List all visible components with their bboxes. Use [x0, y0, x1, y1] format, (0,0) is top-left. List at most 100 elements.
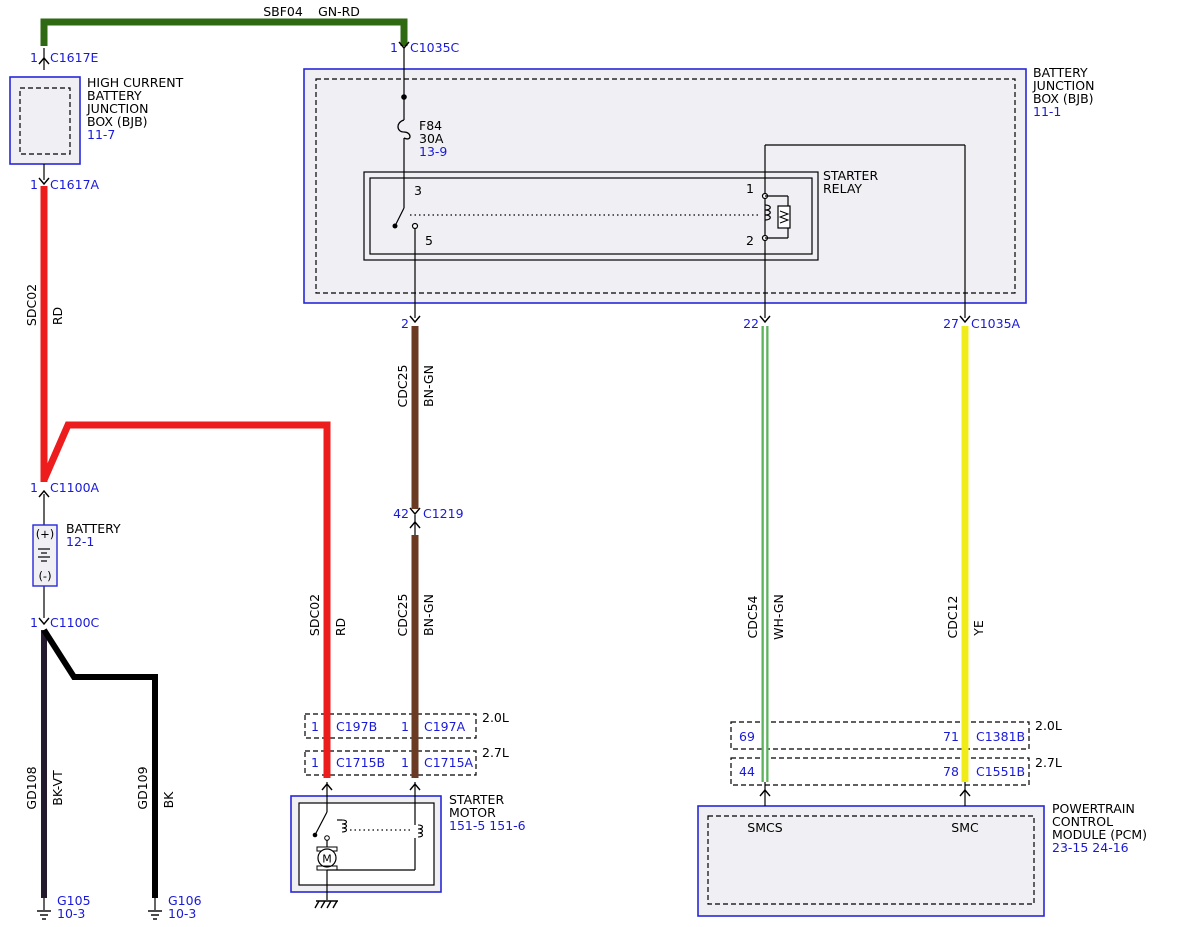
hcbjb-label-3: JUNCTION — [86, 101, 148, 116]
wire-sdc02-branch — [40, 421, 331, 778]
high-current-bjb[interactable] — [9, 76, 81, 165]
starter-motor-label-2: MOTOR — [449, 805, 496, 820]
battery-ref-link[interactable]: 12-1 — [66, 534, 94, 549]
starter-row20-name-b[interactable]: C197A — [424, 719, 466, 734]
c1035c-pin: 1 — [390, 40, 398, 55]
gd108-circuit: GD108 — [24, 766, 39, 809]
g105-ref-link[interactable]: 10-3 — [57, 906, 85, 921]
starter-motor-ref-link[interactable]: 151-5 151-6 — [449, 818, 526, 833]
c1100a-pin: 1 — [30, 480, 38, 495]
starter-motor[interactable] — [290, 795, 442, 893]
c1617e-name[interactable]: C1617E — [50, 50, 99, 65]
bjb-label-2: JUNCTION — [1032, 78, 1094, 93]
battery-junction-box[interactable] — [303, 68, 1027, 304]
ground-icon-g105 — [37, 910, 51, 920]
pcm-ref-link[interactable]: 23-15 24-16 — [1052, 840, 1129, 855]
c1035a-pin: 27 — [943, 316, 959, 331]
pcm-connector-box-2-7l — [730, 757, 1030, 786]
pcm[interactable] — [697, 805, 1045, 917]
arrow-starter-2 — [409, 782, 421, 791]
pcm-row20-engine: 2.0L — [1035, 718, 1062, 733]
gd109-color: BK — [161, 791, 176, 809]
motor-icon — [317, 848, 337, 868]
pcm-pin-smc: SMC — [951, 820, 979, 835]
starter-row27-pin-a: 1 — [311, 755, 319, 770]
relay-label-2: RELAY — [823, 181, 862, 196]
relay-switch — [392, 207, 760, 230]
sbf04-color-label: GN-RD — [318, 4, 360, 19]
g105-name[interactable]: G105 — [57, 893, 91, 908]
battery-name: BATTERY — [66, 521, 121, 536]
fuse-f84-symbol[interactable] — [397, 94, 411, 140]
arrow-pcm-smcs — [759, 788, 771, 797]
c1219-name[interactable]: C1219 — [423, 506, 464, 521]
bjb-pin-2: 2 — [401, 316, 409, 331]
fuse-ref-link[interactable]: 13-9 — [419, 144, 447, 159]
relay-pin-5: 5 — [425, 233, 433, 248]
pcm-label-2: CONTROL — [1052, 814, 1113, 829]
g106-name[interactable]: G106 — [168, 893, 202, 908]
starter-row20-pin-b: 1 — [401, 719, 409, 734]
c1617a-pin: 1 — [30, 177, 38, 192]
gd108-color: BK-VT — [50, 770, 65, 806]
hcbjb-ref-link[interactable]: 11-7 — [87, 127, 115, 142]
starter-row27-engine: 2.7L — [482, 745, 509, 760]
relay-pin-2: 2 — [746, 233, 754, 248]
starter-row20-pin-a: 1 — [311, 719, 319, 734]
c1100c-name[interactable]: C1100C — [50, 615, 100, 630]
starter-row27-name-b[interactable]: C1715A — [424, 755, 474, 770]
pcm-label-1: POWERTRAIN — [1052, 801, 1135, 816]
c1617a-name[interactable]: C1617A — [50, 177, 100, 192]
starter-connector-box-2-7l — [304, 750, 477, 776]
harness-wires[interactable] — [40, 18, 969, 898]
internal-wiring — [43, 48, 966, 910]
cdc54-color: WH-GN — [771, 594, 786, 640]
arrow-c1219-down — [409, 520, 421, 529]
arrow-pin22 — [759, 315, 771, 324]
c1219-pin: 42 — [393, 506, 409, 521]
c1100a-name[interactable]: C1100A — [50, 480, 100, 495]
bjb-ref-link[interactable]: 11-1 — [1033, 104, 1061, 119]
sdc02-upper-circuit: SDC02 — [24, 284, 39, 326]
starter-row27-name-a[interactable]: C1715B — [336, 755, 385, 770]
cdc25-upper-circuit: CDC25 — [395, 365, 410, 408]
relay-pin-1: 1 — [746, 181, 754, 196]
pcm-row27-pin-a: 44 — [739, 764, 755, 779]
arrow-c1100a — [38, 489, 50, 498]
cdc25-lower-circuit: CDC25 — [395, 594, 410, 637]
starter-relay[interactable] — [363, 171, 819, 261]
battery-symbol[interactable] — [32, 524, 58, 587]
motor-symbol: M — [322, 853, 332, 866]
pcm-connector-box-2-0l — [730, 721, 1030, 750]
pcm-row20-pin-b: 71 — [943, 729, 959, 744]
hcbjb-label-4: BOX (BJB) — [87, 114, 148, 129]
pcm-label-3: MODULE (PCM) — [1052, 827, 1147, 842]
fuse-name: F84 — [419, 118, 442, 133]
arrow-c1219-up — [409, 507, 421, 516]
starter-connector-box-2-0l — [304, 713, 477, 739]
pcm-row27-engine: 2.7L — [1035, 755, 1062, 770]
pcm-row27-pin-b: 78 — [943, 764, 959, 779]
pcm-row27-name[interactable]: C1551B — [976, 764, 1025, 779]
g106-ref-link[interactable]: 10-3 — [168, 906, 196, 921]
arrow-pin27 — [959, 315, 971, 324]
relay-pin-3: 3 — [414, 183, 422, 198]
battery-plus: (+) — [36, 527, 55, 541]
arrow-c1617e — [38, 56, 50, 65]
pcm-pin-smcs: SMCS — [747, 820, 782, 835]
pcm-row20-name[interactable]: C1381B — [976, 729, 1025, 744]
battery-minus: (-) — [38, 569, 51, 583]
connector-arrows — [38, 41, 971, 797]
sdc02-lower-circuit: SDC02 — [307, 594, 322, 636]
cdc12-color: YE — [971, 620, 986, 637]
starter-row20-name-a[interactable]: C197B — [336, 719, 377, 734]
cdc25-lower-color: BN-GN — [421, 594, 436, 636]
wire-sbf04 — [40, 18, 408, 46]
c1100c-pin: 1 — [30, 615, 38, 630]
c1035a-name[interactable]: C1035A — [971, 316, 1021, 331]
c1035c-name[interactable]: C1035C — [410, 40, 460, 55]
bjb-label-3: BOX (BJB) — [1033, 91, 1094, 106]
starter-row27-pin-b: 1 — [401, 755, 409, 770]
arrow-pin2 — [409, 315, 421, 324]
fuse-rating: 30A — [419, 131, 444, 146]
